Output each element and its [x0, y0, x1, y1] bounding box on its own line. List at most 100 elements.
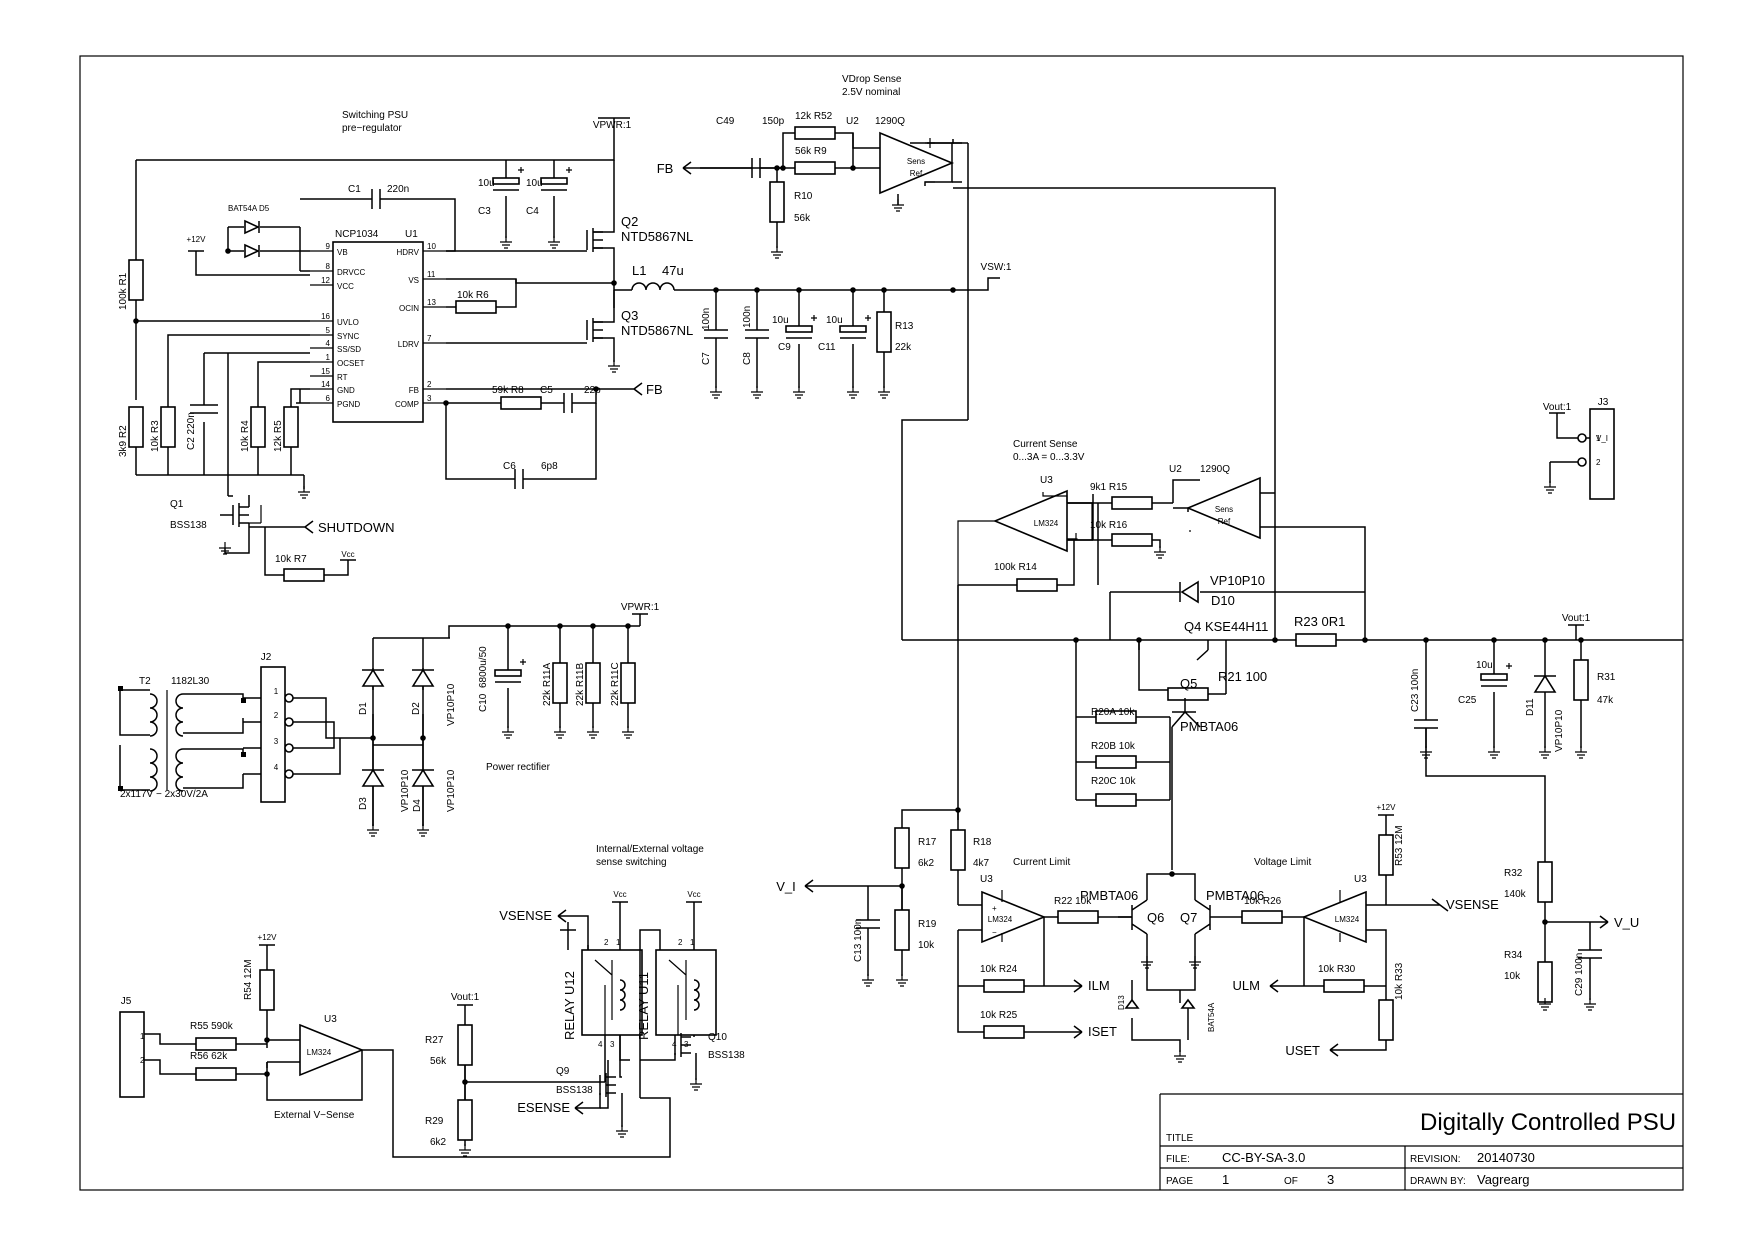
label: LM324 [1335, 915, 1360, 924]
label: 22k R11A [542, 662, 553, 706]
label: 150p [762, 116, 785, 127]
resistor [894, 827, 910, 869]
resistor [794, 161, 836, 175]
label: 9 [326, 242, 331, 251]
label: 47u [662, 263, 684, 278]
label: 12k R52 [795, 111, 833, 122]
junction-dot [264, 1071, 270, 1077]
resistor [983, 1025, 1025, 1039]
resistor [128, 259, 144, 301]
label: V_U [1614, 915, 1639, 930]
pin-number: 1 [1596, 434, 1601, 443]
diode-body [411, 668, 435, 687]
resistor [794, 126, 836, 140]
pin-number: 4 [274, 763, 279, 772]
label: C10 [478, 693, 489, 712]
wire [446, 279, 517, 308]
resistor [1378, 999, 1394, 1041]
label: Vout:1 [451, 992, 480, 1003]
wire [264, 527, 349, 576]
label: VPWR:1 [593, 120, 632, 131]
wire [616, 1125, 628, 1138]
pin-number: 1 [140, 1032, 145, 1041]
diode-body [1533, 674, 1557, 693]
page-title: Digitally Controlled PSU [1420, 1109, 1676, 1136]
junction-dot [462, 1079, 468, 1085]
wire [1154, 546, 1166, 559]
label: Sens [1215, 505, 1233, 514]
label: D1 [358, 702, 369, 715]
junction-dot [955, 807, 961, 813]
label: VPWR:1 [621, 602, 660, 613]
label: D3 [358, 797, 369, 810]
wire [952, 142, 962, 183]
wire [560, 922, 576, 950]
label: ILM [1088, 978, 1110, 993]
resistor [195, 1067, 237, 1081]
label: VP10P10 [400, 769, 411, 812]
label: 47k [1597, 695, 1614, 706]
wire [446, 389, 597, 404]
label: BAT54A D5 [228, 204, 270, 213]
wire [690, 1078, 702, 1091]
wire [1075, 640, 1171, 801]
label: R19 [918, 919, 937, 930]
resistor [195, 1037, 237, 1051]
label: Q5 [1180, 676, 1197, 691]
label: 10u [1476, 660, 1493, 671]
label: 56k [430, 1056, 447, 1067]
wire [1545, 915, 1609, 1000]
opamp-body [981, 890, 1047, 944]
wire [563, 393, 573, 413]
pin [284, 693, 294, 703]
wire [367, 824, 379, 837]
junction-dot [557, 623, 563, 629]
pin-number: 2 [1596, 458, 1601, 467]
wire [144, 1033, 267, 1075]
opamp-body [879, 131, 955, 195]
label: Vcc [687, 890, 700, 899]
wire [296, 389, 310, 404]
wire [693, 1035, 697, 1080]
wire [505, 160, 555, 178]
label: +12V [258, 933, 278, 942]
resistor [1095, 710, 1137, 724]
wire [865, 315, 871, 321]
junction-dot [850, 165, 856, 171]
j2-connector [260, 666, 286, 803]
wire [227, 226, 310, 252]
label: USET [1285, 1043, 1320, 1058]
label: 140k [1504, 889, 1527, 900]
capacitor-body [540, 177, 568, 185]
pin-number: 2 [274, 711, 279, 720]
pin-number: 2 [678, 938, 683, 947]
wire [593, 290, 615, 362]
wire [299, 227, 310, 272]
resistor [983, 979, 1025, 993]
wire [448, 613, 648, 638]
label: FILE: [1166, 1154, 1190, 1165]
pin-number: 4 [598, 1040, 603, 1049]
junction-dot [443, 400, 449, 406]
phase-dot [118, 686, 123, 691]
label: 6k2 [918, 858, 935, 869]
resistor [894, 909, 910, 951]
label: sense switching [596, 857, 667, 868]
opamp-body [299, 1023, 365, 1077]
label: J2 [261, 652, 272, 663]
wire [372, 637, 450, 826]
label: pre−regulator [342, 123, 402, 134]
wire [220, 495, 250, 554]
wire [1425, 728, 1546, 1000]
wire [249, 505, 262, 524]
wire [190, 404, 218, 414]
wire [867, 886, 903, 976]
capacitor-body [494, 669, 522, 677]
capacitor-body [492, 177, 520, 185]
label: 10k R25 [980, 1010, 1018, 1021]
label: C6 [503, 461, 516, 472]
wire [1131, 980, 1189, 1052]
label: VCC [337, 282, 354, 291]
wire [1172, 479, 1200, 512]
label: FB [646, 382, 663, 397]
